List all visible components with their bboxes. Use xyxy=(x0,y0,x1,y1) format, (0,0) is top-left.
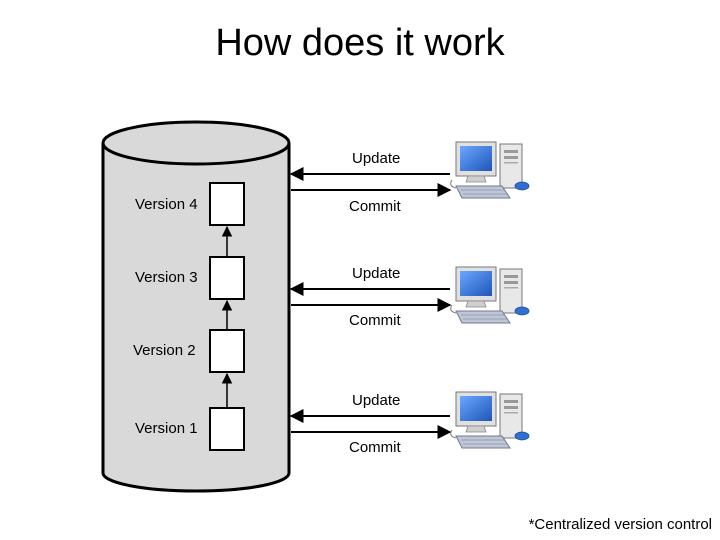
commit-label-1: Commit xyxy=(349,198,401,215)
desktop-computer-icon xyxy=(450,141,530,199)
version-label-4: Version 4 xyxy=(135,196,198,213)
footnote: *Centralized version control xyxy=(528,516,712,533)
repository-cylinder xyxy=(101,120,291,493)
version-box-4 xyxy=(209,182,245,226)
version-box-3 xyxy=(209,256,245,300)
version-box-1 xyxy=(209,407,245,451)
page-title: How does it work xyxy=(215,22,505,64)
version-box-2 xyxy=(209,329,245,373)
version-label-1: Version 1 xyxy=(135,420,198,437)
update-label-2: Update xyxy=(352,265,401,282)
commit-label-2: Commit xyxy=(349,312,401,329)
version-label-2: Version 2 xyxy=(133,342,196,359)
desktop-computer-icon xyxy=(450,391,530,449)
desktop-computer-icon xyxy=(450,266,530,324)
update-label-1: Update xyxy=(352,150,401,167)
version-label-3: Version 3 xyxy=(135,269,198,286)
update-label-3: Update xyxy=(352,392,401,409)
commit-label-3: Commit xyxy=(349,439,401,456)
